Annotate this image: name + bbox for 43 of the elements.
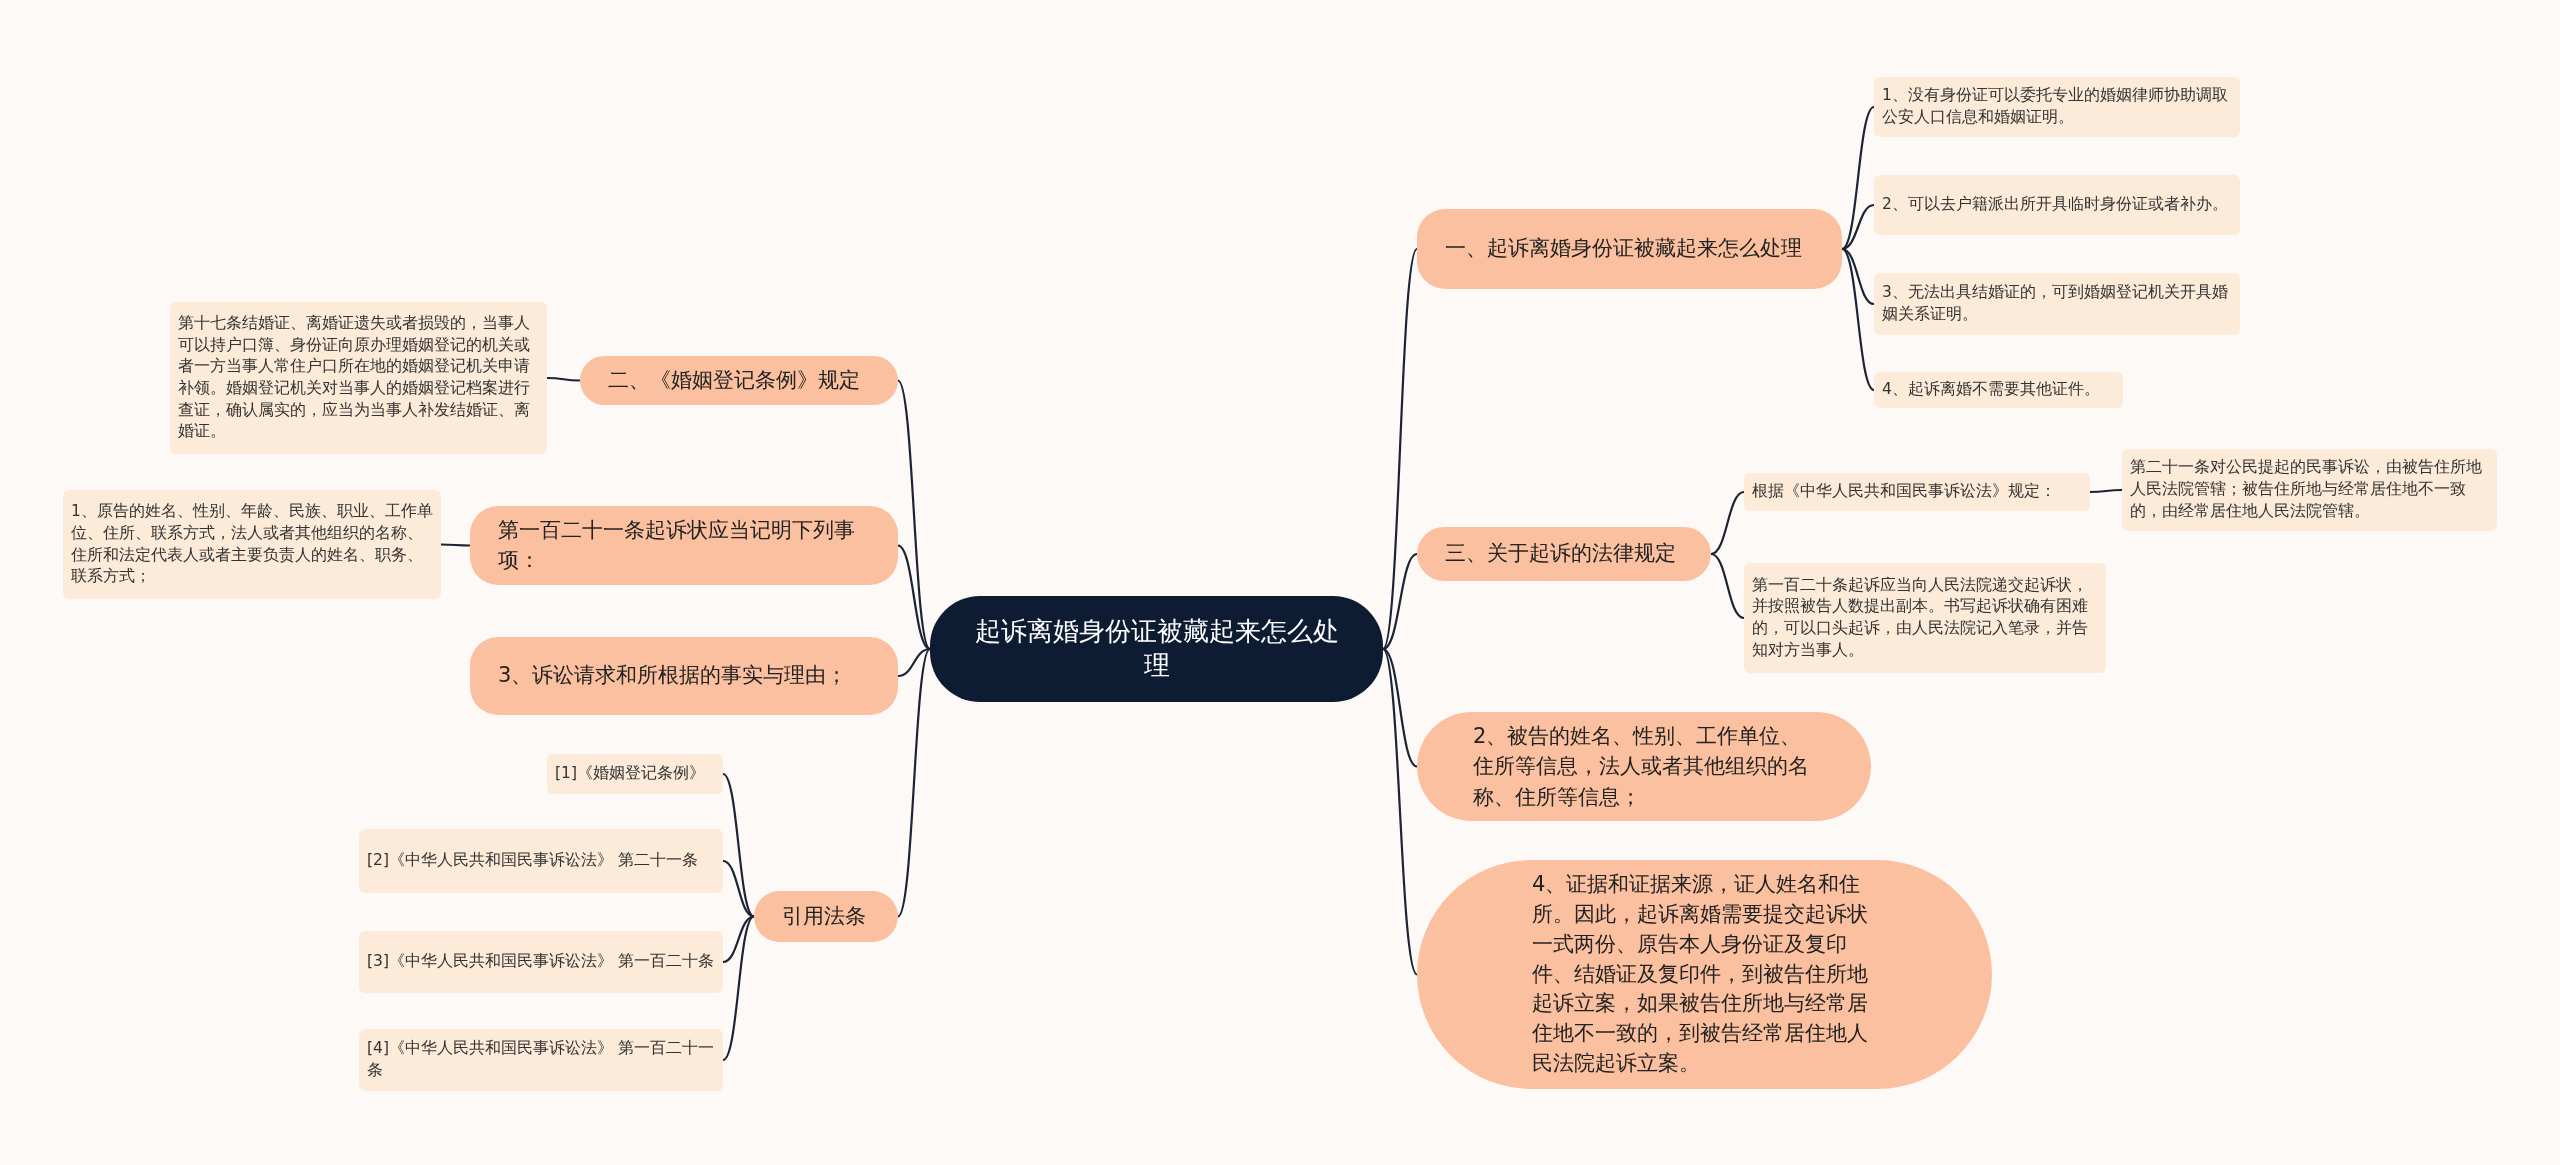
note-box: [1]《婚姻登记条例》 [547,754,723,794]
note-box: 2、可以去户籍派出所开具临时身份证或者补办。 [1874,175,2240,235]
connector-line [1382,248,1418,650]
connector-line [1710,490,1745,556]
connector-line [1841,106,1875,250]
connector-line [722,915,755,1061]
connector-line [2090,488,2122,494]
note-box: 1、没有身份证可以委托专业的婚姻律师协助调取公安人口信息和婚姻证明。 [1874,77,2240,137]
topic-node: 4、证据和证据来源，证人姓名和住所。因此，起诉离婚需要提交起诉状一式两份、原告本人身份证及复印件、结婚证及复印件，到被告住所地起诉立案，如果被告住所地与经常居住地不一致的，到被告经常居住地人民法院起诉立案。 [1417,860,1992,1089]
connector-line [547,376,580,382]
note-box: 第一百二十条起诉应当向人民法院递交起诉状，并按照被告人数提出副本。书写起诉状确有困难的，可以口头起诉，由人民法院记入笔录，并告知对方当事人。 [1744,563,2106,673]
connector-line [1841,247,1875,306]
topic-node: 三、关于起诉的法律规定 [1417,527,1711,581]
note-box: [4]《中华人民共和国民事诉讼法》 第一百二十一条 [359,1029,723,1091]
note-box: 第十七条结婚证、离婚证遗失或者损毁的，当事人可以持户口簿、身份证向原办理婚姻登记的机关或者一方当事人常住户口所在地的婚姻登记机关申请补领。婚姻登记机关对当事人的婚姻登记档案进行查证，确认属实的，应当为当事人补发结婚证、离婚证。 [170,302,547,454]
note-box: 根据《中华人民共和国民事诉讼法》规定： [1744,473,2090,511]
topic-node: 第一百二十一条起诉状应当记明下列事项： [470,506,898,585]
connector-line [1382,648,1418,976]
topic-node: 二、《婚姻登记条例》规定 [580,356,898,405]
connector-line [441,543,470,547]
connector-line [722,859,755,918]
connector-line [897,379,931,650]
note-box: 1、原告的姓名、性别、年龄、民族、职业、工作单位、住所、联系方式，法人或者其他组织的名称、住所和法定代表人或者主要负责人的姓名、职务、联系方式； [63,490,441,599]
note-box: 4、起诉离婚不需要其他证件。 [1874,372,2123,408]
connector-line [722,915,755,964]
topic-node: 引用法条 [754,891,898,942]
connector-line [897,544,931,650]
note-box: [2]《中华人民共和国民事诉讼法》 第二十一条 [359,829,723,893]
topic-node: 3、诉讼请求和所根据的事实与理由； [470,637,898,715]
connector-line [897,648,931,918]
topic-node: 一、起诉离婚身份证被藏起来怎么处理 [1417,209,1842,289]
connector-line [1382,648,1418,768]
note-box: 第二十一条对公民提起的民事诉讼，由被告住所地人民法院管辖；被告住所地与经常居住地不一致的，由经常居住地人民法院管辖。 [2122,449,2497,531]
connector-line [897,647,931,678]
topic-node: 2、被告的姓名、性别、工作单位、住所等信息，法人或者其他组织的名称、住所等信息； [1417,712,1871,821]
connector-line [722,773,755,918]
root-topic: 起诉离婚身份证被藏起来怎么处理 [930,596,1383,702]
note-box: [3]《中华人民共和国民事诉讼法》 第一百二十条 [359,931,723,993]
connector-line [1841,248,1875,391]
connector-line [1710,552,1745,620]
note-box: 3、无法出具结婚证的，可到婚姻登记机关开具婚姻关系证明。 [1874,273,2240,335]
connector-line [1841,203,1875,251]
connector-line [1382,553,1418,650]
